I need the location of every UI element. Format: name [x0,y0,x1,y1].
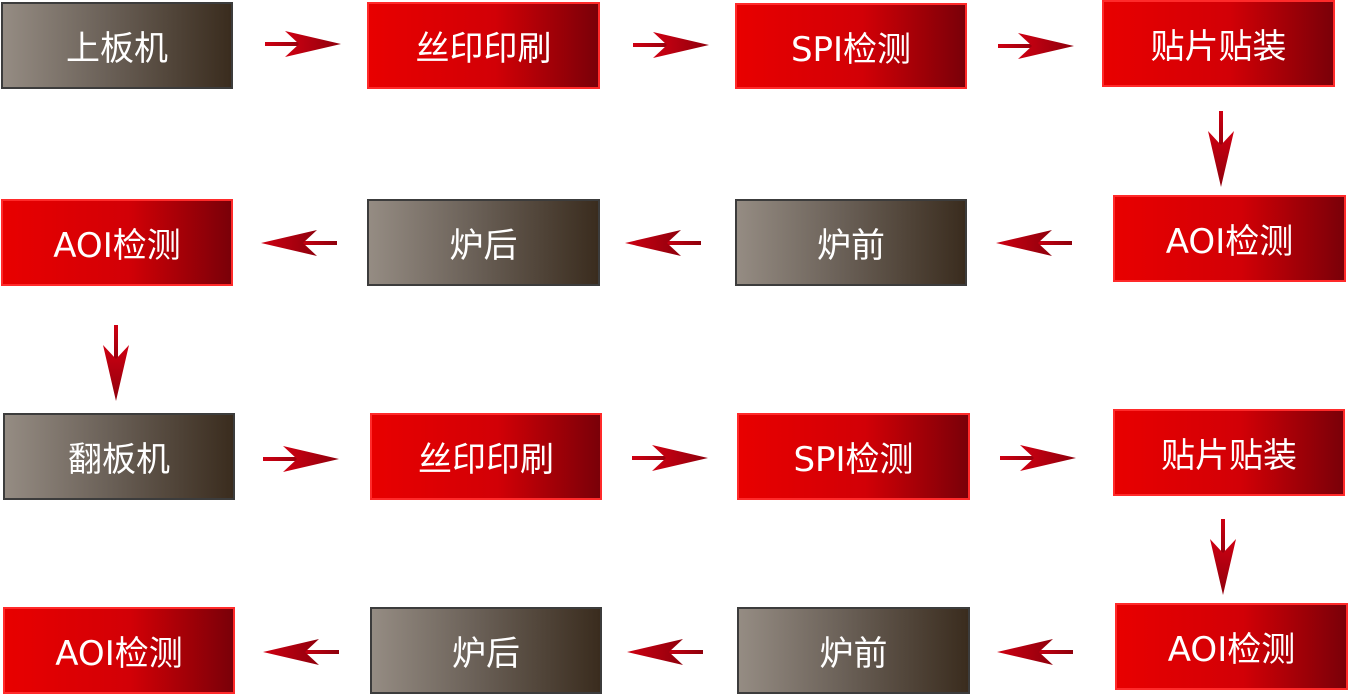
step-label: 炉前 [819,634,888,674]
step-label: 上板机 [66,29,168,69]
step-label: AOI检测 [53,226,181,266]
arrow-right-icon [632,445,708,471]
arrow-left-icon [263,639,339,665]
arrow-right-icon [1000,445,1076,471]
step-aoi-inspection-final-2: AOI检测 [3,607,235,694]
arrow-right-icon [263,446,339,472]
step-label: 丝印印刷 [418,440,554,480]
arrow-down-icon [1208,111,1234,187]
arrow-left-icon [625,230,701,256]
step-label: 炉后 [452,634,520,674]
step-label: AOI检测 [55,634,183,674]
step-label: AOI检测 [1167,630,1296,670]
step-label: SPI检测 [793,440,914,480]
arrow-left-icon [627,639,703,665]
step-aoi-inspection-final: AOI检测 [1,199,233,286]
arrow-left-icon [261,230,337,256]
arrow-down-icon [1210,519,1236,595]
step-label: 炉后 [449,226,518,266]
step-label: 炉前 [817,226,885,266]
step-post-reflow: 炉后 [367,199,600,286]
step-label: SPI检测 [790,29,912,70]
step-spi-inspection: SPI检测 [735,3,967,89]
step-label: 贴片贴装 [1150,27,1287,67]
arrow-right-icon [265,31,341,57]
arrow-left-icon [997,639,1073,665]
arrow-right-icon [998,33,1074,59]
step-aoi-inspection-2: AOI检测 [1115,603,1348,690]
step-label: 丝印印刷 [415,29,552,69]
step-label: 翻板机 [68,440,170,480]
step-aoi-inspection: AOI检测 [1113,195,1346,282]
arrow-left-icon [996,230,1072,256]
step-screen-printing-2: 丝印印刷 [370,413,602,500]
arrow-down-icon [103,325,129,401]
step-pre-reflow: 炉前 [735,199,967,286]
step-label: AOI检测 [1165,222,1294,262]
step-smt-placement-2: 贴片贴装 [1113,409,1345,496]
step-post-reflow-2: 炉后 [370,607,602,694]
step-flip-board: 翻板机 [3,413,235,500]
arrow-right-icon [633,32,709,58]
step-spi-inspection-2: SPI检测 [737,413,970,500]
step-load-board: 上板机 [1,2,233,89]
step-pre-reflow-2: 炉前 [737,607,970,694]
step-label: 贴片贴装 [1161,436,1297,476]
step-smt-placement: 贴片贴装 [1102,0,1335,87]
step-screen-printing: 丝印印刷 [367,2,600,89]
